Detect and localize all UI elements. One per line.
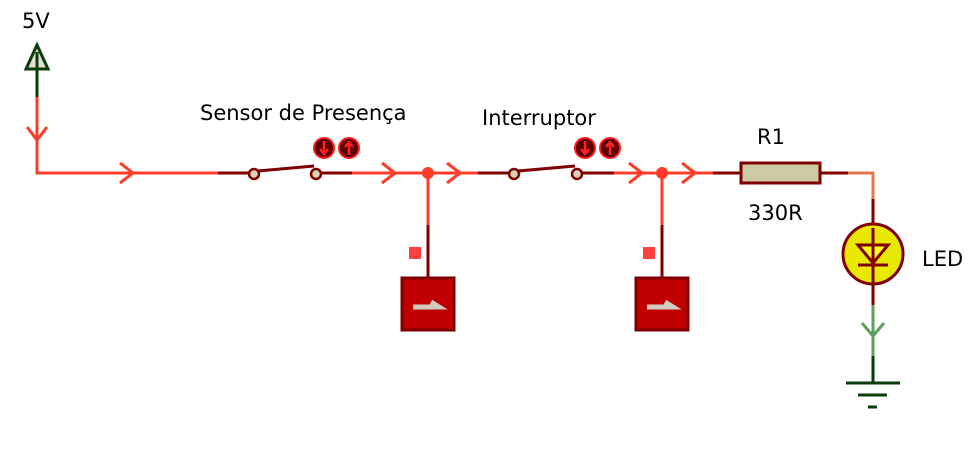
interruptor-switch[interactable]: Interruptor bbox=[478, 106, 614, 181]
resistor-ref: R1 bbox=[757, 125, 785, 149]
logic-probe-2[interactable] bbox=[634, 225, 690, 332]
sensor-open-button[interactable] bbox=[338, 137, 360, 159]
sensor-switch[interactable]: Sensor de Presença bbox=[200, 101, 407, 181]
toggle-icon bbox=[413, 299, 448, 310]
resistor-r1[interactable]: R1 330R bbox=[713, 125, 848, 225]
arrow-down-icon bbox=[580, 141, 590, 157]
wire-orange bbox=[848, 171, 875, 200]
power-terminal[interactable]: 5V bbox=[22, 9, 50, 97]
resistor-value: 330R bbox=[748, 201, 803, 225]
interruptor-label: Interruptor bbox=[482, 106, 596, 130]
state-indicator bbox=[409, 247, 421, 259]
ground-wire bbox=[860, 305, 886, 356]
led[interactable]: LED bbox=[841, 199, 963, 305]
arrow-up-icon bbox=[605, 139, 615, 155]
toggle-icon bbox=[647, 299, 682, 310]
sensor-close-button[interactable] bbox=[313, 137, 335, 159]
interruptor-close-button[interactable] bbox=[574, 137, 596, 159]
arrow-down-icon bbox=[319, 141, 329, 157]
power-label: 5V bbox=[22, 9, 50, 33]
led-label: LED bbox=[922, 247, 963, 271]
junction-dot bbox=[656, 167, 668, 179]
logic-probe-1[interactable] bbox=[400, 225, 456, 332]
ground-symbol bbox=[846, 356, 900, 409]
wire-active bbox=[25, 97, 715, 225]
sensor-label: Sensor de Presença bbox=[200, 101, 407, 125]
state-indicator bbox=[643, 247, 655, 259]
arrow-up-icon bbox=[344, 139, 354, 155]
interruptor-open-button[interactable] bbox=[599, 137, 621, 159]
junction-dot bbox=[422, 167, 434, 179]
